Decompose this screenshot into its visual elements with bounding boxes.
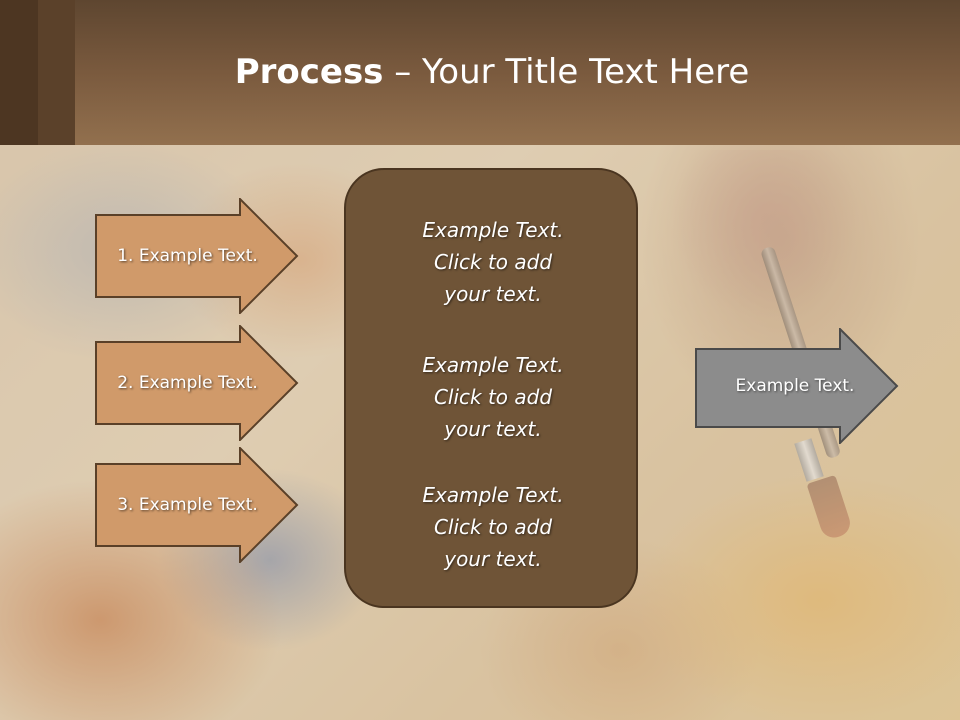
text-line: Click to add [433, 250, 553, 274]
center-text-block-2[interactable]: Example Text. Click to add your text. [346, 349, 640, 445]
output-arrow[interactable]: Example Text. [695, 328, 900, 444]
text-line: Click to add [433, 385, 553, 409]
step-arrow-1[interactable]: 1. Example Text. [95, 198, 300, 314]
text-line: Example Text. [422, 218, 564, 242]
right-arrow-shape [695, 328, 899, 444]
title-bar: Process – Your Title Text Here [0, 0, 960, 145]
right-arrow-shape [95, 447, 299, 563]
step-arrow-2[interactable]: 2. Example Text. [95, 325, 300, 441]
center-text-block-3[interactable]: Example Text. Click to add your text. [346, 479, 640, 575]
text-line: your text. [444, 417, 542, 441]
output-label: Example Text. [735, 376, 855, 396]
text-line: your text. [444, 282, 542, 306]
step-arrow-3[interactable]: 3. Example Text. [95, 447, 300, 563]
text-line: Example Text. [422, 483, 564, 507]
text-line: your text. [444, 547, 542, 571]
text-line: Click to add [433, 515, 553, 539]
step-label: 1. Example Text. [117, 246, 258, 266]
title-rest-part: – Your Title Text Here [383, 52, 750, 92]
slide-title[interactable]: Process – Your Title Text Here [0, 52, 960, 92]
step-label: 2. Example Text. [117, 373, 258, 393]
text-line: Example Text. [422, 353, 564, 377]
right-arrow-shape [95, 198, 299, 314]
painting-hand [670, 150, 860, 320]
step-label: 3. Example Text. [117, 495, 258, 515]
title-bold-part: Process [234, 52, 384, 92]
right-arrow-shape [95, 325, 299, 441]
header-accent-strip [0, 0, 38, 145]
header-accent-strip [38, 0, 75, 145]
center-process-box[interactable]: Example Text. Click to add your text. Ex… [344, 168, 638, 608]
center-text-block-1[interactable]: Example Text. Click to add your text. [346, 214, 640, 310]
